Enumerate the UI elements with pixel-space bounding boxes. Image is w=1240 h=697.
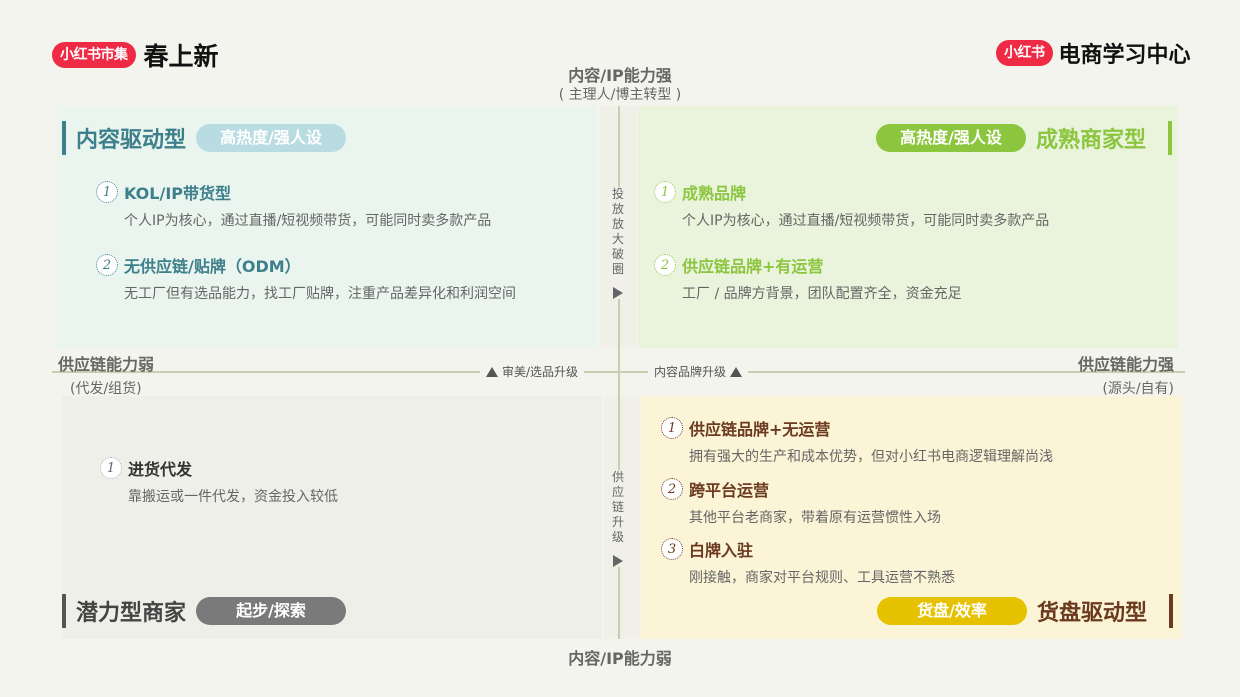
x-axis-right-sub: (源头/自有) — [1102, 381, 1174, 397]
vchar: 放 — [611, 217, 624, 231]
y-axis-top-main: 内容/IP能力强 — [568, 66, 672, 85]
list-item: 2 无供应链/贴牌（ODM） 无工厂但有选品能力，找工厂贴牌，注重产品差异化和利… — [96, 253, 516, 303]
vchar: 破 — [611, 247, 624, 261]
y-axis-top-sub: ( 主理人/博主转型 ) — [558, 87, 682, 103]
list-item: 2 跨平台运营 其他平台老商家，带着原有运营惯性入场 — [661, 477, 941, 527]
vchar: 大 — [611, 232, 624, 246]
number-1-icon: 1 — [100, 457, 122, 479]
list-item: 1 供应链品牌+无运营 拥有强大的生产和成本优势，但对小红书电商逻辑理解尚浅 — [661, 416, 1053, 466]
x-axis-left-label: 供应链能力弱 (代发/组货) — [58, 351, 154, 398]
vchar: 供 — [611, 470, 624, 484]
list-item: 1 成熟品牌 个人IP为核心，通过直播/短视频带货，可能同时卖多款产品 — [654, 180, 1049, 230]
quadrant-heading-content-driven: 内容驱动型 高热度/强人设 — [62, 121, 347, 155]
vchar: 级 — [611, 530, 624, 544]
item-desc: 靠搬运或一件代发，资金投入较低 — [128, 489, 338, 505]
vchar: 升 — [611, 515, 624, 529]
accent-bar — [1168, 121, 1173, 155]
quadrant-tag: 货盘/效率 — [877, 597, 1027, 625]
item-desc: 工厂 / 品牌方背景，团队配置齐全，资金充足 — [682, 286, 962, 302]
vertical-label-supply-upgrade: 供 应 链 升 级 — [608, 470, 628, 567]
accent-bar — [62, 121, 66, 155]
horizontal-axis-line — [52, 371, 1185, 373]
number-1-icon: 1 — [661, 417, 683, 439]
vchar: 投 — [611, 187, 624, 201]
vertical-label-amplify: 投 放 放 大 破 圈 — [608, 187, 628, 299]
number-2-icon: 2 — [661, 478, 683, 500]
accent-bar — [62, 594, 66, 628]
arrow-up-icon — [730, 366, 743, 377]
quadrant-heading-mature-merchant: 高热度/强人设 成熟商家型 — [876, 121, 1173, 155]
item-desc: 其他平台老商家，带着原有运营惯性入场 — [689, 510, 941, 526]
header-right-brand: 小红书 电商学习中心 — [996, 37, 1191, 69]
item-desc: 拥有强大的生产和成本优势，但对小红书电商逻辑理解尚浅 — [689, 449, 1053, 465]
item-title: 供应链品牌+无运营 — [689, 420, 831, 439]
number-2-icon: 2 — [96, 254, 118, 276]
list-item: 2 供应链品牌+有运营 工厂 / 品牌方背景，团队配置齐全，资金充足 — [654, 253, 962, 303]
item-title: 跨平台运营 — [689, 481, 770, 500]
item-title: 成熟品牌 — [682, 184, 747, 203]
quadrant-title: 货盘驱动型 — [1037, 601, 1148, 626]
vchar: 圈 — [611, 262, 624, 276]
vchar: 链 — [611, 500, 624, 514]
item-title: 白牌入驻 — [689, 541, 754, 560]
x-axis-left-sub: (代发/组货) — [70, 381, 142, 397]
arrow-label-text: 内容品牌升级 — [654, 365, 727, 379]
x-axis-right-main: 供应链能力强 — [1077, 355, 1174, 374]
vchar: 应 — [611, 485, 624, 499]
item-title: 进货代发 — [128, 460, 193, 479]
item-title: KOL/IP带货型 — [124, 184, 232, 203]
list-item: 1 KOL/IP带货型 个人IP为核心，通过直播/短视频带货，可能同时卖多款产品 — [96, 180, 491, 230]
list-item: 1 进货代发 靠搬运或一件代发，资金投入较低 — [100, 456, 338, 506]
arrow-up-icon — [486, 366, 498, 377]
item-title: 无供应链/贴牌（ODM） — [124, 257, 301, 276]
arrow-right-icon — [613, 555, 623, 567]
quadrant-heading-potential-merchant: 潜力型商家 起步/探索 — [62, 594, 347, 628]
number-2-icon: 2 — [654, 254, 676, 276]
quadrant-tag: 起步/探索 — [196, 597, 347, 625]
header-left-brand: 小红书市集 春上新 — [52, 37, 219, 73]
list-item: 3 白牌入驻 刚接触，商家对平台规则、工具运营不熟悉 — [661, 537, 955, 587]
number-1-icon: 1 — [654, 181, 676, 203]
vchar: 放 — [611, 202, 624, 216]
arrow-label-text: 审美/选品升级 — [502, 365, 579, 379]
x-axis-left-main: 供应链能力弱 — [58, 355, 155, 374]
quadrant-title: 潜力型商家 — [76, 601, 187, 626]
arrow-label-aesthetic-upgrade: 审美/选品升级 — [480, 363, 585, 380]
y-axis-top-label: 内容/IP能力强 ( 主理人/博主转型 ) — [540, 66, 700, 104]
arrow-label-content-brand-upgrade: 内容品牌升级 — [648, 363, 749, 380]
number-3-icon: 3 — [661, 538, 683, 560]
x-axis-right-label: 供应链能力强 (源头/自有) — [1064, 351, 1174, 398]
accent-bar — [1169, 594, 1174, 628]
item-desc: 个人IP为核心，通过直播/短视频带货，可能同时卖多款产品 — [682, 213, 1050, 229]
learning-center-title: 电商学习中心 — [1058, 43, 1191, 68]
item-title: 供应链品牌+有运营 — [682, 257, 824, 276]
item-desc: 个人IP为核心，通过直播/短视频带货，可能同时卖多款产品 — [124, 213, 492, 229]
arrow-right-icon — [613, 287, 623, 299]
xiaohongshu-market-logo: 小红书市集 — [52, 42, 136, 68]
item-desc: 无工厂但有选品能力，找工厂贴牌，注重产品差异化和利润空间 — [124, 286, 516, 302]
xiaohongshu-logo: 小红书 — [996, 40, 1053, 66]
y-axis-bottom-label: 内容/IP能力弱 — [568, 649, 672, 668]
item-desc: 刚接触，商家对平台规则、工具运营不熟悉 — [689, 570, 955, 586]
event-title: 春上新 — [143, 42, 219, 71]
quadrant-tag: 高热度/强人设 — [876, 124, 1026, 152]
quadrant-heading-goods-driven: 货盘/效率 货盘驱动型 — [877, 594, 1174, 628]
quadrant-title: 内容驱动型 — [76, 128, 187, 153]
quadrant-title: 成熟商家型 — [1036, 128, 1147, 153]
quadrant-tag: 高热度/强人设 — [196, 124, 347, 152]
number-1-icon: 1 — [96, 181, 118, 203]
